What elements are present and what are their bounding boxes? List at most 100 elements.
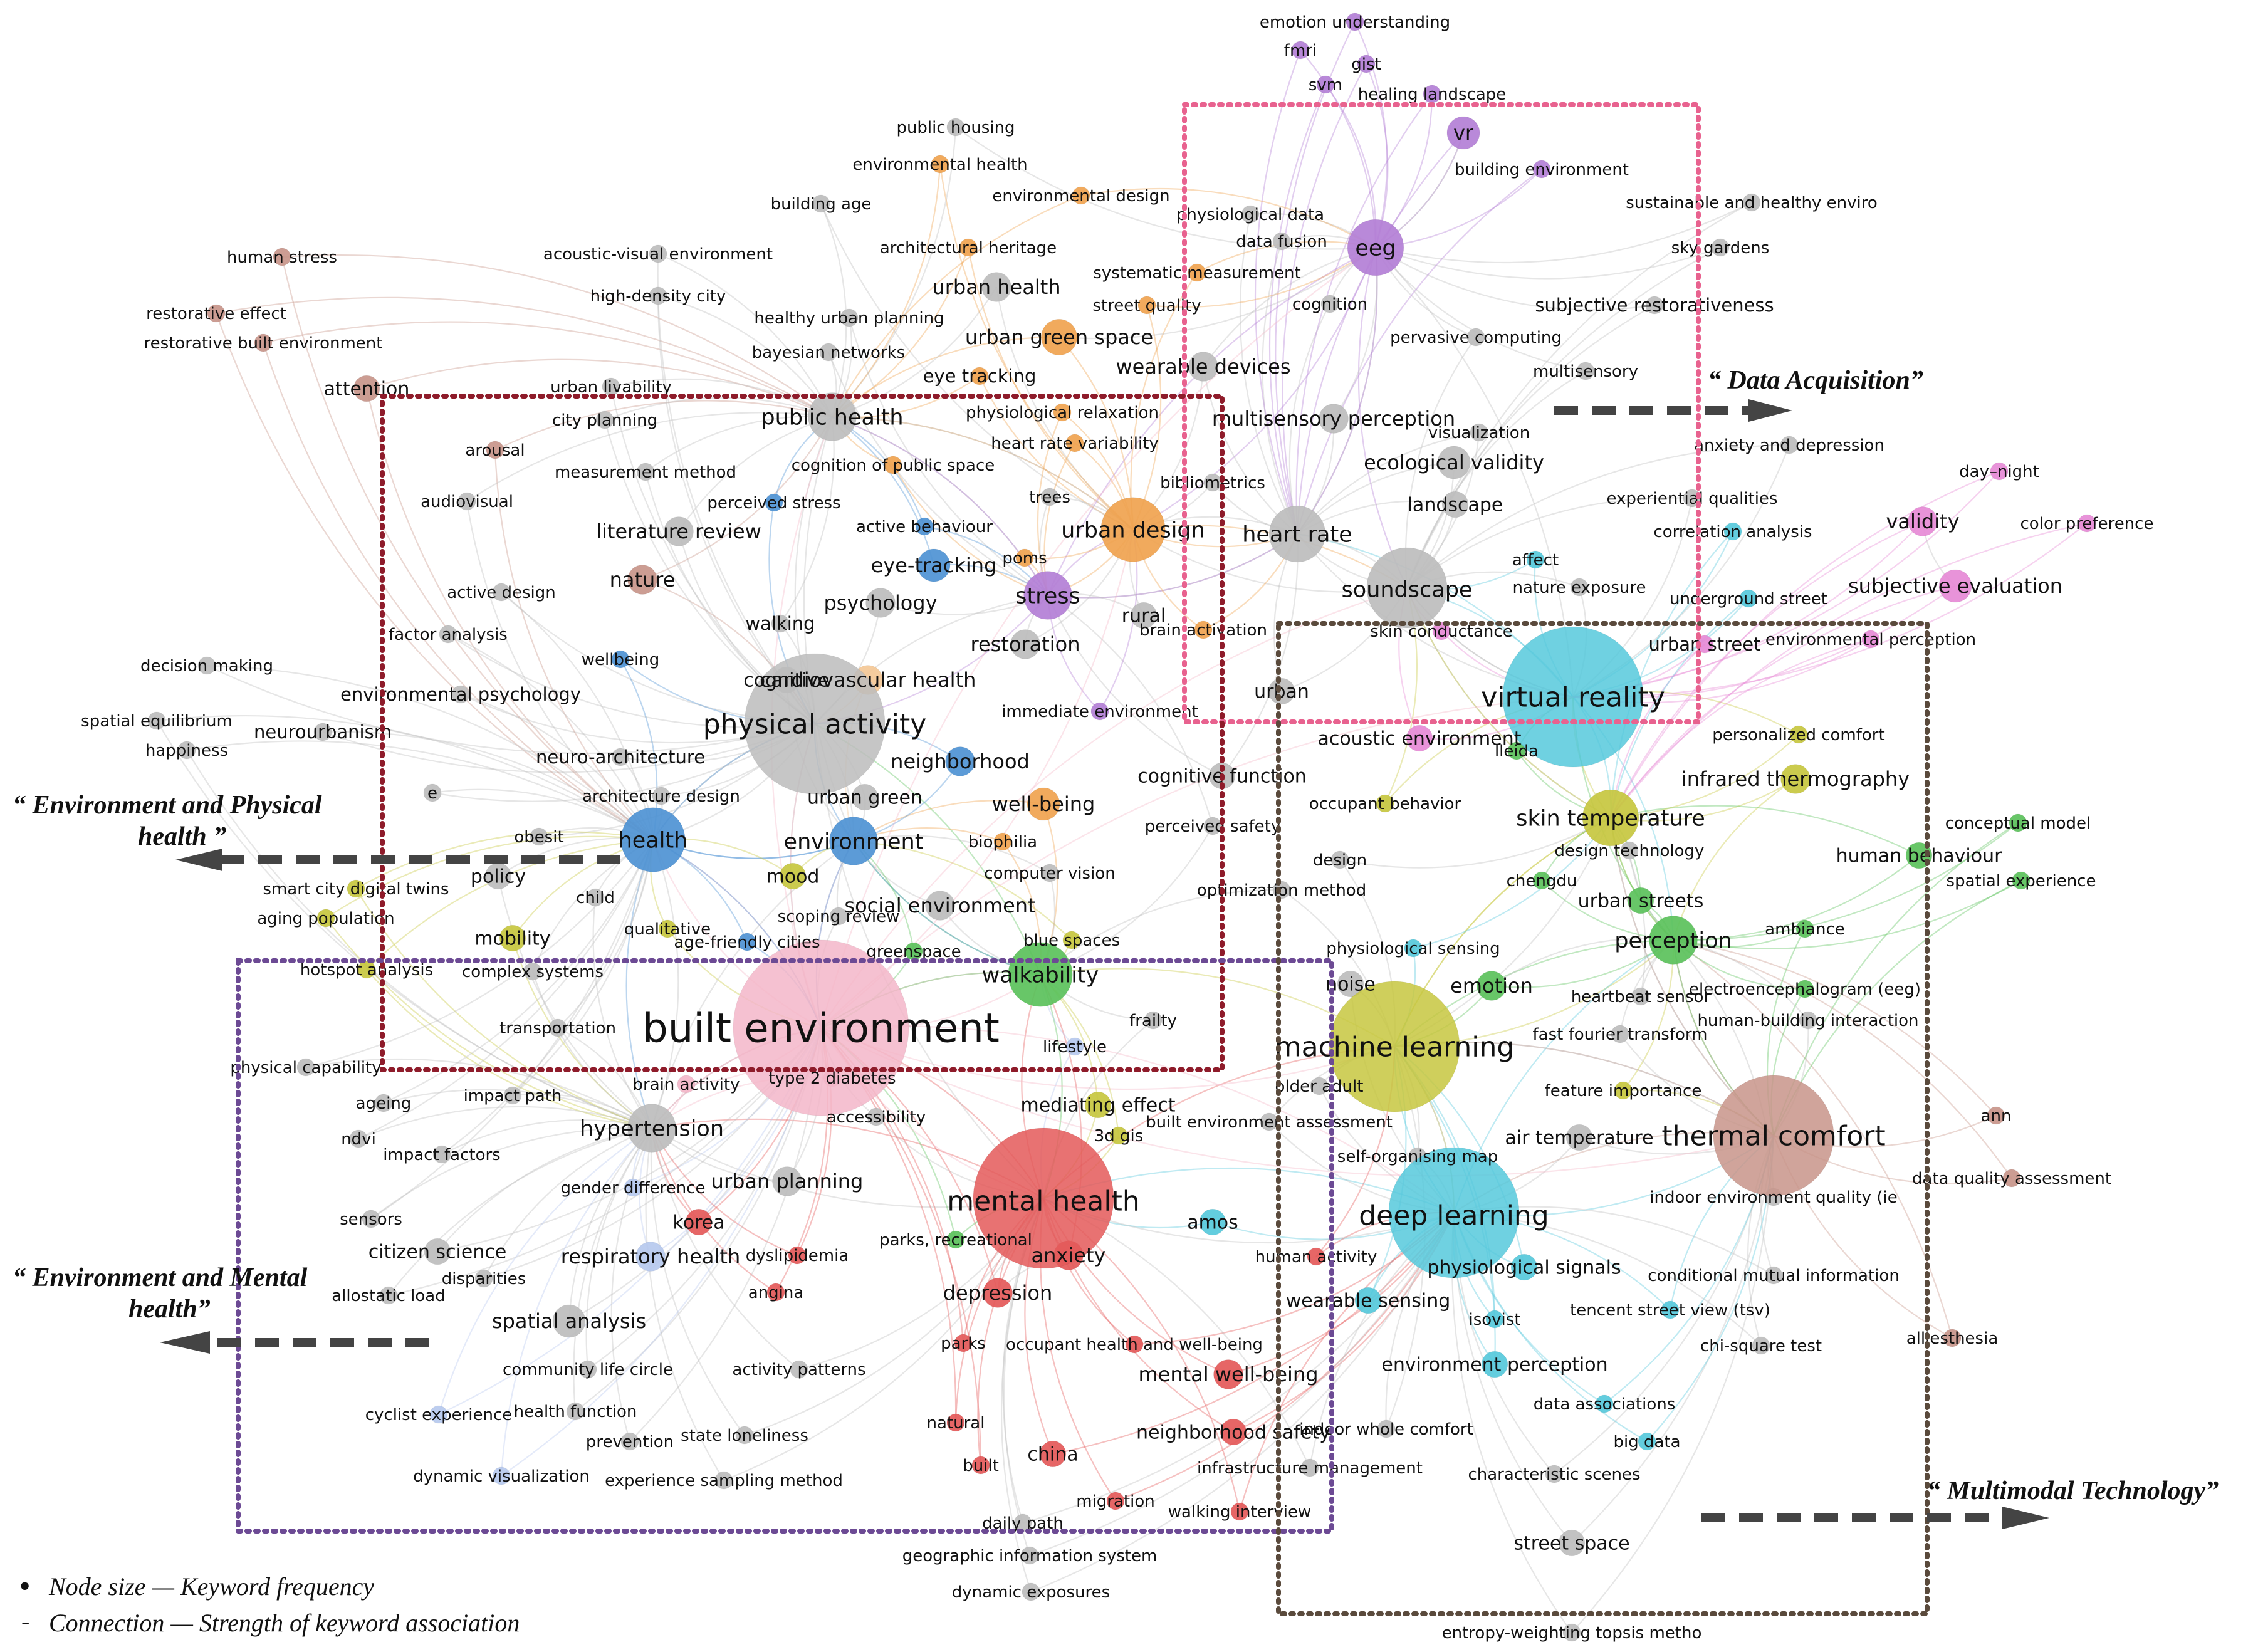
label-building-environment: building environment [1455, 160, 1629, 179]
environment-mental-title-line1: “ Environment and Mental [13, 1263, 308, 1292]
connection-line [1047, 533, 1298, 599]
connection-line [366, 969, 652, 1129]
connection-line [820, 203, 847, 417]
label-urban-health: urban health [932, 275, 1060, 299]
label-healing-landscape: healing landscape [1358, 85, 1507, 104]
label-eeg: eeg [1355, 236, 1396, 261]
label-heart-rate: heart rate [1242, 522, 1352, 547]
node-dynamic-visualization [492, 1466, 511, 1485]
label-ambiance: ambiance [1765, 920, 1845, 939]
label-older-adult: older adult [1275, 1077, 1364, 1096]
node-environment [829, 817, 878, 865]
node-geographic-information-system [1020, 1546, 1039, 1565]
label-infrastructure-management: infrastructure management [1197, 1459, 1423, 1478]
label-cognition-of-public-space: cognition of public space [792, 456, 995, 475]
connection-line [1673, 880, 2022, 949]
connection-line [1375, 247, 1655, 311]
connection-line [355, 888, 652, 1129]
connection-line [592, 897, 652, 1129]
label-community-life-circle: community life circle [503, 1361, 673, 1379]
node-urban-streets [1627, 887, 1654, 914]
connection-line [1040, 889, 1282, 975]
label-neighborhood: neighborhood [891, 750, 1030, 773]
node-restoration [1010, 629, 1040, 659]
node-data-associations [1595, 1394, 1614, 1413]
node-factor-analysis [439, 625, 457, 644]
connection-line [610, 1127, 653, 1442]
connection-line [1268, 84, 1327, 535]
label-korea: korea [672, 1212, 724, 1234]
label-nature-exposure: nature exposure [1513, 578, 1646, 597]
node-acoustic-visual-environment [649, 244, 667, 263]
node-bayesian-networks [819, 343, 838, 362]
label-qualitative: qualitative [624, 920, 711, 939]
node-urban-design [1100, 497, 1166, 562]
node-public-housing [946, 118, 965, 137]
node-physiological-relaxation [1053, 403, 1072, 422]
label-neuro-architecture: neuro-architecture [536, 746, 705, 768]
connection-line [1672, 778, 1796, 941]
node-wearable-sensing [1354, 1287, 1382, 1314]
node-feature-importance [1614, 1081, 1633, 1100]
connection-line [995, 286, 1134, 530]
label-cognitive: cognitive [743, 670, 830, 692]
node-air-temperature [1565, 1124, 1593, 1151]
node-china [1039, 1440, 1067, 1468]
label-wearable-devices: wearable devices [1116, 355, 1290, 379]
label-validity: validity [1886, 510, 1959, 533]
label-chi-square-test: chi-square test [1700, 1337, 1822, 1356]
connection-line [263, 321, 833, 417]
connection-line [1610, 470, 2000, 818]
node-transportation [548, 1018, 567, 1037]
connection-line [305, 1058, 652, 1129]
label-transportation: transportation [499, 1019, 616, 1038]
label-health: health [619, 828, 688, 853]
connection-line [1221, 533, 1299, 776]
node-rural [1130, 602, 1158, 629]
node-electroencephalogram-eeg [1795, 980, 1814, 998]
node-activity-patterns [790, 1360, 808, 1379]
label-hotspot-analysis: hotspot analysis [300, 961, 433, 980]
connection-line [832, 416, 1134, 530]
connection-line [1610, 638, 1871, 818]
multimodal-zone-box [1276, 621, 1930, 1616]
environment-mental-title-line2: health” [128, 1295, 211, 1324]
label-active-design: active design [447, 583, 556, 602]
connection-line [281, 256, 654, 840]
label-3d-gis: 3d gis [1094, 1127, 1144, 1146]
node-urban [1268, 677, 1295, 705]
connection-line [1052, 1212, 1455, 1455]
label-cognition: cognition [1292, 295, 1367, 314]
label-svm: svm [1309, 76, 1342, 95]
node-psychology [865, 588, 896, 618]
node-stress [1023, 571, 1072, 620]
label-stress: stress [1015, 583, 1080, 609]
label-trees: trees [1029, 488, 1070, 507]
connection-line [494, 400, 833, 451]
connection-line [651, 839, 679, 1129]
node-multisensory-perception [1319, 404, 1349, 434]
connection-line [1080, 187, 1376, 248]
label-architectural-heritage: architectural heritage [880, 239, 1057, 258]
connection-line [355, 831, 654, 889]
label-soundscape: soundscape [1342, 577, 1473, 602]
node-child [586, 888, 605, 907]
label-allostatic-load: allostatic load [332, 1287, 446, 1305]
node-public-health [808, 392, 857, 441]
node-subjective-restorativeness [1645, 296, 1664, 315]
node-spatial-equilibrium [147, 711, 166, 730]
connection-line [820, 1025, 1455, 1213]
connection-line [216, 296, 833, 417]
node-sensors [362, 1210, 380, 1228]
label-human-behaviour: human behaviour [1836, 845, 2003, 867]
label-architecture-design: architecture design [582, 787, 740, 806]
connection-line [1146, 247, 1376, 308]
node-ann [1987, 1106, 2005, 1125]
node-community-life-circle [578, 1360, 597, 1379]
label-isovist: isovist [1468, 1310, 1520, 1329]
connection-line [832, 286, 997, 418]
label-urban-design: urban design [1061, 518, 1205, 543]
cluster-zones [236, 102, 1930, 1616]
node-urban-green-space [1040, 318, 1078, 356]
